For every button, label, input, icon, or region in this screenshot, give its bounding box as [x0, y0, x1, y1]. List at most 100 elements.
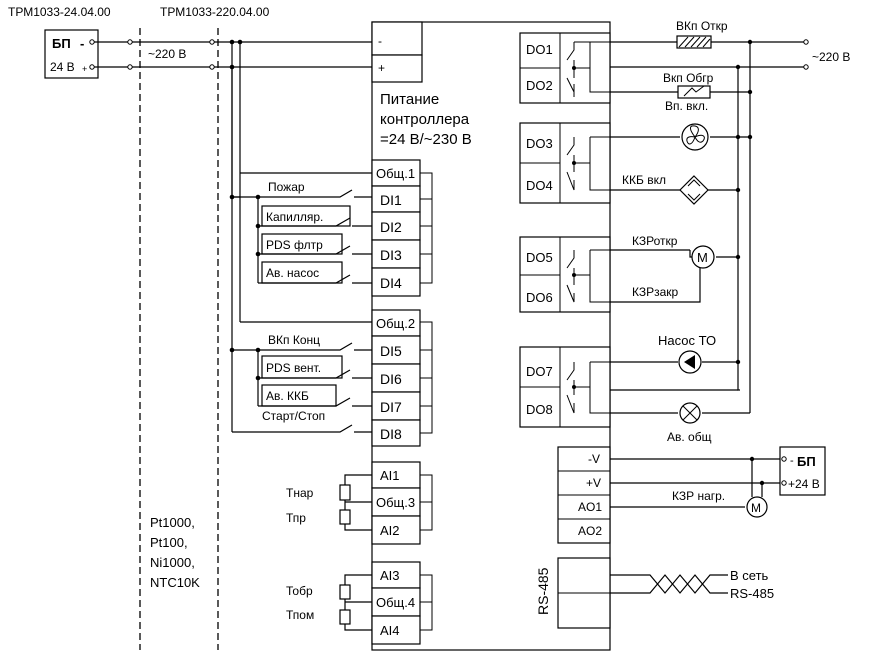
di6-signal-label: PDS вент.: [266, 361, 321, 375]
terminal-common4: [371, 587, 421, 617]
wire: [689, 250, 692, 258]
do2-load-label-b: Вп. вкл.: [665, 99, 708, 113]
junction-dot: [759, 480, 765, 486]
junction-dot: [572, 161, 576, 165]
wire-do6: [610, 268, 701, 303]
contact-start-stop: [232, 424, 372, 433]
di2-label: DI2: [380, 219, 402, 235]
valve-open-actuator: [676, 35, 712, 49]
di2-signal-label: Капилляр.: [266, 210, 323, 224]
do5-load-label: КЗРоткр: [632, 234, 678, 248]
sensor-supply-temp: [339, 509, 351, 525]
terminal-ai2: [371, 515, 421, 545]
sensor-wiring-2: [344, 574, 372, 631]
do4-load-label: ККБ вкл: [622, 173, 666, 187]
mains-right-out-terminal-2: [803, 64, 809, 70]
ao-minus-v-label: -V: [588, 452, 600, 466]
ao2-label: AO2: [578, 524, 602, 538]
psu-left-plus: +: [82, 64, 87, 74]
di5-signal-label: ВКп Конц: [268, 333, 320, 347]
heater-symbol: [683, 85, 705, 97]
ai2-label: AI2: [380, 523, 400, 538]
do7-load-label: Насос ТО: [658, 333, 716, 348]
di-group1-internal: [420, 172, 433, 284]
heating-valve-motor-icon: [746, 496, 768, 518]
di7-signal-label: Ав. ККБ: [266, 389, 309, 403]
do2-label: DO2: [526, 78, 553, 93]
sensor-outdoor-temp: [339, 484, 351, 501]
compressor-arrows: [687, 179, 701, 201]
terminal-di2: [371, 211, 421, 241]
do6-label: DO6: [526, 290, 553, 305]
terminal-common1: [371, 159, 421, 187]
di4-signal-label: Ав. насос: [266, 266, 319, 280]
terminal-common2: [371, 309, 421, 337]
di-group2-internal: [420, 321, 433, 434]
common3-label: Общ.3: [376, 495, 415, 510]
psu-right-title: БП: [797, 454, 816, 469]
terminal-di1: [371, 185, 421, 213]
mains-right-out-terminal-1: [803, 39, 809, 45]
terminal-di4: [371, 267, 421, 297]
psu-right-plus-terminal: [781, 480, 787, 486]
mains-left-label: ~220 В: [148, 47, 186, 61]
di1-label: DI1: [380, 192, 402, 208]
junction-dot: [747, 134, 753, 140]
junction-dot: [229, 347, 235, 353]
power-plus-label: +: [378, 61, 385, 75]
ai-group2-internal: [420, 574, 433, 631]
pump-arrow: [684, 355, 695, 369]
ai3-label: AI3: [380, 568, 400, 583]
mains-right-label: ~220 В: [812, 50, 850, 64]
sensor-room-temp: [339, 609, 351, 625]
psu-right-voltage: +24 В: [788, 477, 820, 491]
do4-label: DO4: [526, 178, 553, 193]
di1-signal-label: Пожар: [268, 180, 305, 194]
power-caption-3: =24 В/~230 В: [380, 131, 472, 148]
ai1-label: AI1: [380, 468, 400, 483]
label-box-di4: [261, 261, 343, 284]
junction-dot: [255, 194, 261, 200]
psu-right-minus-terminal: [781, 456, 787, 462]
mains-left-terminal-1: [127, 39, 133, 45]
do2-load-label: Вкп Обгр: [663, 71, 714, 85]
junction-dot: [735, 187, 741, 193]
wire-motor-supply: [751, 459, 763, 497]
mains-right-terminal-1: [209, 39, 215, 45]
ai4-label: AI4: [380, 623, 400, 638]
junction-dot: [255, 251, 261, 257]
do6-load-label: КЗРзакр: [632, 285, 679, 299]
do1-load-label: ВКп Откр: [676, 19, 728, 33]
common4-label: Общ.4: [376, 595, 415, 610]
junction-dot: [735, 359, 741, 365]
power-caption-2: контроллера: [380, 111, 470, 128]
psu-left-title: БП: [52, 36, 71, 51]
junction-dot: [735, 64, 741, 70]
sensor1-label: Тнар: [286, 486, 314, 500]
junction-dot: [572, 66, 576, 70]
di6-label: DI6: [380, 371, 402, 387]
ao-load-label: КЗР нагр.: [672, 489, 725, 503]
sensor2-label: Тпр: [286, 511, 306, 525]
neutral-bus: [737, 67, 740, 391]
do5-label: DO5: [526, 250, 553, 265]
rs485-net-label-1: В сеть: [730, 568, 769, 583]
junction-dot: [255, 223, 261, 229]
power-terminal-plus: [371, 54, 423, 83]
junction-dot: [255, 347, 261, 353]
junction-dot: [749, 456, 755, 462]
di4-label: DI4: [380, 275, 402, 291]
wire-do5: [610, 249, 738, 258]
di3-signal-label: PDS флтр: [266, 238, 323, 252]
di8-label: DI8: [380, 426, 402, 442]
sensor-wiring-1: [344, 474, 372, 531]
sensor-type-3: Ni1000,: [150, 555, 195, 570]
sensor3-label: Тобр: [286, 584, 313, 598]
do8-label: DO8: [526, 402, 553, 417]
di8-signal-label: Старт/Стоп: [262, 409, 325, 423]
common2-label: Общ.2: [376, 316, 415, 331]
heating-valve-motor-letter: M: [751, 501, 761, 515]
ao-plus-v-label: +V: [586, 476, 601, 490]
junction-dot: [572, 385, 576, 389]
psu-right-minus: -: [790, 455, 794, 467]
